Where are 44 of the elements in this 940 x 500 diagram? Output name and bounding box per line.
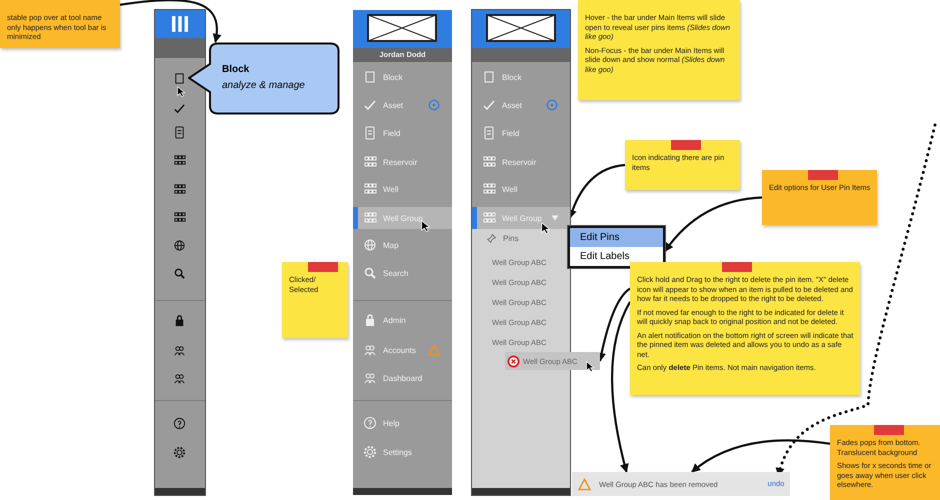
callout-subtitle: analyze & manage: [222, 80, 305, 91]
sticky-note: [625, 140, 740, 190]
nav-label: Search: [383, 268, 408, 278]
sticky-note: [630, 262, 860, 395]
nav-label: Pins: [503, 234, 519, 242]
nav-item: [472, 207, 570, 229]
nav-label: Well: [502, 184, 518, 194]
dragged-item: [505, 352, 600, 370]
dropdown-menu: [568, 226, 665, 268]
sidebar-panel: [353, 10, 452, 495]
sidebar-panel: [155, 10, 205, 495]
nav-label: Reservoir: [502, 158, 536, 166]
callout-title: Block: [222, 64, 250, 75]
nav-label: Help: [383, 418, 400, 428]
nav-label: Block: [383, 72, 403, 82]
menu-item: Edit Pins: [570, 228, 663, 247]
arrow: [611, 301, 631, 473]
arrow: [691, 439, 830, 473]
sticky-note: [762, 170, 877, 225]
arrow: [664, 196, 762, 252]
nav-label: Field: [502, 128, 520, 138]
arrow: [120, 0, 222, 43]
nav-item: [353, 207, 452, 229]
nav-label: Well Group: [502, 214, 542, 222]
sticky-note: [578, 0, 740, 100]
nav-label: Reservoir: [383, 158, 418, 166]
sticky-note: [282, 262, 348, 338]
nav-label: Map: [383, 240, 399, 250]
nav-label: Admin: [383, 316, 406, 324]
sticky-note: [830, 425, 940, 500]
nav-label: Asset: [502, 100, 522, 110]
nav-label: Dashboard: [383, 374, 422, 382]
toast-notification: [572, 472, 790, 496]
menu-item: Edit Labels: [570, 247, 663, 266]
nav-label: Asset: [383, 100, 404, 110]
sticky-note: [0, 0, 120, 48]
callout-bubble: [188, 42, 340, 115]
nav-label: Settings: [383, 448, 412, 456]
nav-label: Well: [383, 184, 398, 194]
nav-label: Well Group: [383, 214, 423, 222]
nav-label: Block: [502, 72, 522, 82]
nav-label: Field: [383, 128, 400, 138]
nav-label: Accounts: [383, 346, 416, 354]
arrow: [568, 164, 626, 219]
